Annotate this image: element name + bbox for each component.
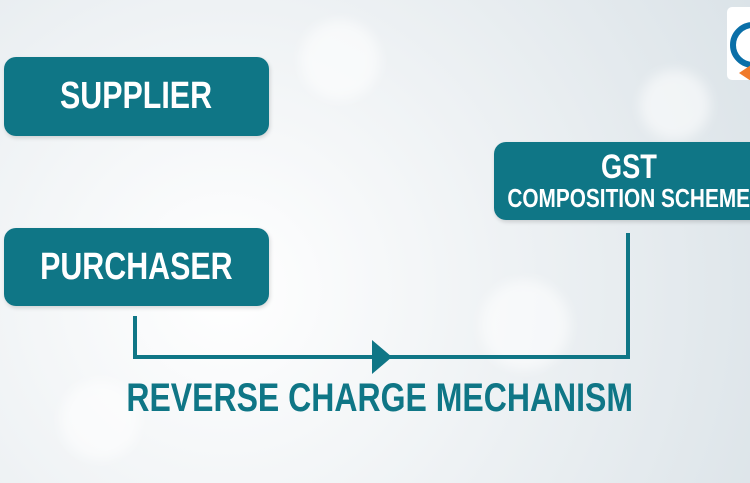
connector-line [133, 233, 630, 359]
purchaser-label: PURCHASER [40, 245, 233, 288]
arrow-right-icon [372, 340, 392, 374]
flow-label: REVERSE CHARGE MECHANISM [126, 376, 634, 420]
bokeh [300, 20, 380, 100]
supplier-label: SUPPLIER [60, 75, 213, 117]
brand-logo-icon [727, 7, 750, 80]
gst-title: GST [601, 148, 657, 186]
gst-composition-node: GST COMPOSITION SCHEME [494, 142, 750, 220]
bokeh [60, 380, 140, 460]
purchaser-node: PURCHASER [4, 228, 269, 306]
bokeh [640, 70, 710, 140]
gst-subtitle: COMPOSITION SCHEME [507, 183, 750, 213]
supplier-node: SUPPLIER [4, 57, 269, 136]
